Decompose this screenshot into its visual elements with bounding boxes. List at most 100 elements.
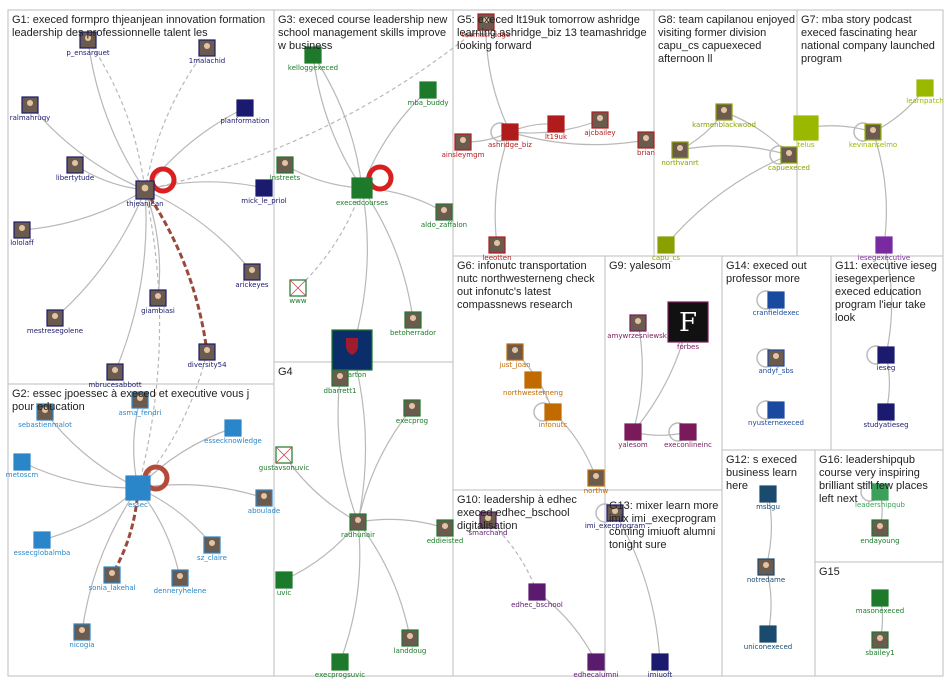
- group-title-g11: G11: executive ieseg iesegexperience exe…: [835, 260, 937, 324]
- mba_buddy-logo-icon: [419, 81, 437, 99]
- node-leadershipqub[interactable]: leadershipqub: [855, 483, 906, 509]
- node-mbrucesabbott[interactable]: mbrucesabbott: [88, 363, 142, 389]
- node-infonutc[interactable]: infonutc: [539, 403, 568, 429]
- group-box-g9: [604, 255, 723, 491]
- node-learnpatch[interactable]: learnpatch: [906, 79, 944, 105]
- node-execprogsuvic[interactable]: execprogsuvic: [315, 653, 365, 679]
- node-ainsleymgm[interactable]: ainsleymgm: [442, 133, 485, 159]
- node-uniconexeced[interactable]: uniconexeced: [744, 625, 792, 651]
- node-sz_claire[interactable]: sz_claire: [197, 536, 227, 562]
- node-ieseg[interactable]: ieseg: [877, 346, 896, 372]
- node-p_ensarguet[interactable]: p_ensarguet: [66, 31, 110, 57]
- node-diversity54[interactable]: diversity54: [187, 343, 227, 369]
- capu_cs-logo-icon: [657, 236, 675, 254]
- node-radhunair[interactable]: radhunair: [341, 513, 375, 539]
- node-libertytude[interactable]: libertytude: [56, 156, 94, 182]
- node-studyatieseg[interactable]: studyatieseg: [863, 403, 909, 429]
- node-uvic[interactable]: uvic: [275, 571, 293, 597]
- node-giambiasi[interactable]: giambiasi: [141, 289, 175, 315]
- node-ajcbailey[interactable]: ajcbailey: [584, 111, 616, 137]
- node-gustavsonuvic[interactable]: gustavsonuvic: [259, 446, 310, 472]
- node-label: smarchand: [469, 529, 508, 537]
- node-sebastienmalot[interactable]: sebastienmalot: [18, 403, 72, 429]
- face-shape: [869, 126, 877, 134]
- node-imi_execprogram[interactable]: imi_execprogram: [585, 504, 646, 530]
- node-northwesterneng[interactable]: northwesterneng: [503, 371, 563, 397]
- edge-kelloggexeced-execedcourses: [312, 54, 363, 189]
- group-title-g2: G2: essec jpoessec à execed et executive…: [12, 388, 250, 413]
- node-mestresegolene[interactable]: mestresegolene: [27, 309, 83, 335]
- node-karmenblackwood[interactable]: karmenblackwood: [692, 103, 756, 129]
- node-1malachid[interactable]: 1malachid: [189, 39, 225, 65]
- node-edhecalumni[interactable]: edhecalumni: [573, 653, 619, 679]
- face-shape: [78, 626, 86, 634]
- node-landdoug[interactable]: landdoug: [394, 629, 427, 655]
- node-telus[interactable]: telus: [793, 115, 819, 149]
- node-sbailey1[interactable]: sbailey1: [865, 631, 895, 657]
- node-northw[interactable]: northw: [584, 469, 609, 495]
- node-capu_cs[interactable]: capu_cs: [652, 236, 680, 262]
- edge-teamashridge-thjeanjean: [144, 21, 487, 191]
- node-andyf_sbs[interactable]: andyf_sbs: [758, 349, 794, 375]
- node-smarchand[interactable]: smarchand: [469, 511, 508, 537]
- node-essecglobalmba[interactable]: essecglobalmba: [14, 531, 71, 557]
- group-boxes: [7, 9, 944, 677]
- node-cranfieldexec[interactable]: cranfieldexec: [753, 291, 800, 317]
- node-lnstreets[interactable]: lnstreets: [270, 156, 301, 182]
- node-endayoung[interactable]: endayoung: [860, 519, 900, 545]
- face-shape: [176, 572, 184, 580]
- node-thjeanjean[interactable]: thjeanjean: [126, 180, 164, 208]
- node-kelloggexeced[interactable]: kelloggexeced: [288, 46, 338, 72]
- node-arickeyes[interactable]: arickeyes: [235, 263, 269, 289]
- node-metoscm[interactable]: metoscm: [6, 453, 39, 479]
- node-msbgu[interactable]: msbgu: [756, 485, 780, 511]
- node-essec[interactable]: essec: [125, 475, 151, 509]
- node-execedcourses[interactable]: execedcourses: [336, 177, 388, 207]
- node-edhec_bschool[interactable]: edhec_bschool: [511, 583, 563, 609]
- node-www[interactable]: www: [289, 279, 307, 305]
- node-ashridge_biz[interactable]: ashridge_biz: [488, 123, 532, 149]
- node-dbarrett1[interactable]: dbarrett1: [324, 369, 357, 395]
- node-lt19uk[interactable]: lt19uk: [545, 115, 568, 141]
- node-aldo_zaffalon[interactable]: aldo_zaffalon: [421, 203, 467, 229]
- node-capuexeced[interactable]: capuexeced: [768, 146, 810, 172]
- node-execonlineinc[interactable]: execonlineinc: [664, 423, 712, 449]
- node-mba_buddy[interactable]: mba_buddy: [408, 81, 449, 107]
- node-asma_fendri[interactable]: asma_fendri: [118, 391, 162, 417]
- node-imiuoft[interactable]: imiuoft: [648, 653, 673, 679]
- node-ralmahruqy[interactable]: ralmahruqy: [10, 96, 51, 122]
- node-dennerylene[interactable]: denneryhelene: [154, 569, 207, 595]
- node-notredame[interactable]: notredame: [747, 558, 785, 584]
- node-nyusternexeced[interactable]: nyusternexeced: [748, 401, 804, 427]
- node-lololaff[interactable]: lololaff: [10, 221, 34, 247]
- node-masonexeced[interactable]: masonexeced: [856, 589, 905, 615]
- node-yalesom[interactable]: yalesom: [618, 423, 648, 449]
- node-label: just_joan: [498, 361, 530, 369]
- node-label: yalesom: [618, 441, 648, 449]
- node-leeotten[interactable]: leeotten: [482, 236, 512, 262]
- node-execprog[interactable]: execprog: [396, 399, 428, 425]
- node-label: andyf_sbs: [758, 367, 793, 375]
- node-eddieisted[interactable]: eddieisted: [427, 519, 464, 545]
- node-northvanrt[interactable]: northvanrt: [661, 141, 699, 167]
- node-label: sbailey1: [865, 649, 894, 657]
- node-teamashridge[interactable]: teamashridge: [462, 13, 511, 39]
- node-amywrzesniewski[interactable]: amywrzesniewski: [607, 314, 669, 340]
- node-betoherrador[interactable]: betoherrador: [390, 311, 436, 337]
- node-label: northwesterneng: [503, 389, 563, 397]
- node-iesegexecutive[interactable]: iesegexecutive: [858, 236, 911, 262]
- node-just_joan[interactable]: just_joan: [498, 343, 531, 369]
- node-sonia_lakehal[interactable]: sonia_lakehal: [88, 566, 136, 592]
- node-nicogia[interactable]: nicogia: [69, 623, 95, 649]
- edge-thjeanjean-mbrucesabbott: [114, 189, 147, 373]
- node-planformation[interactable]: planformation: [220, 99, 270, 125]
- node-mick_le_priol[interactable]: mick_le_priol: [241, 179, 287, 205]
- node-label: essecglobalmba: [14, 549, 71, 557]
- node-label: lnstreets: [270, 174, 301, 182]
- node-essecknowledge[interactable]: essecknowledge: [204, 419, 262, 445]
- node-aboulade[interactable]: aboulade: [248, 489, 280, 515]
- node-brian[interactable]: brian: [637, 131, 655, 157]
- node-kevinanselmo[interactable]: kevinanselmo: [849, 123, 897, 149]
- node-wharton[interactable]: wharton: [331, 329, 373, 379]
